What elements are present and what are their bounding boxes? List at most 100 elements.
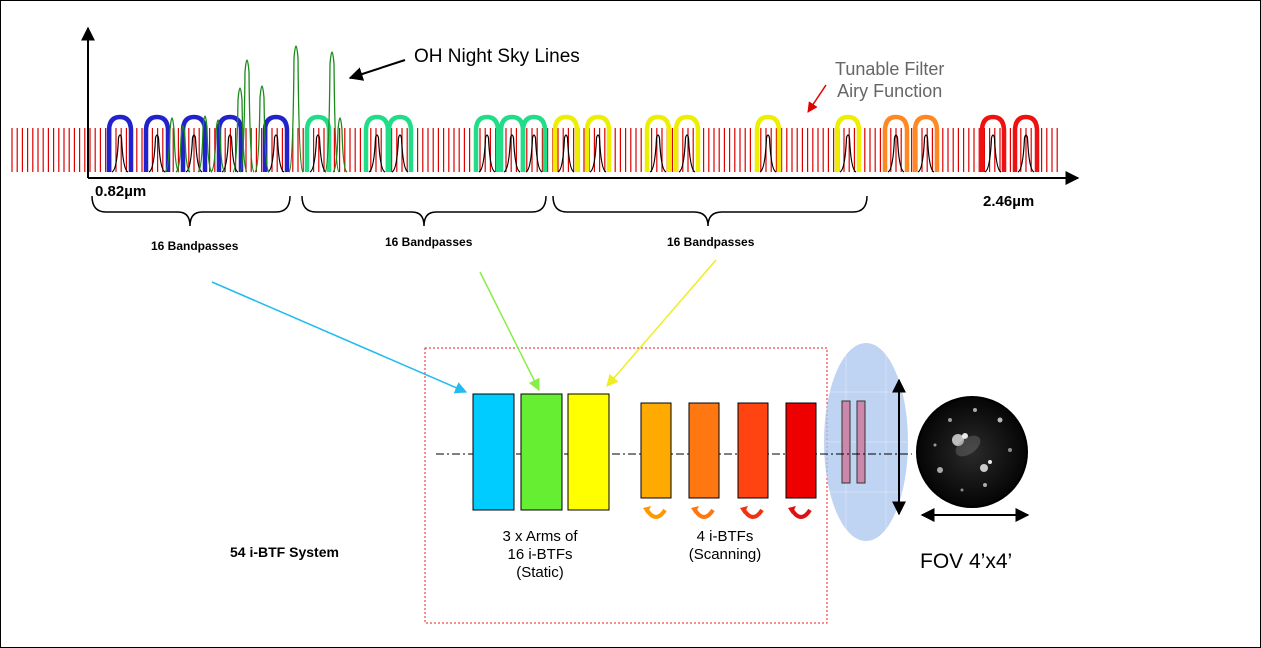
group3-label: 16 Bandpasses	[667, 235, 755, 249]
bandpass-loop	[304, 114, 332, 172]
airy-function-comb	[11, 128, 1058, 172]
bandpass-peak	[887, 134, 905, 173]
bandpass-loop	[552, 114, 580, 172]
bandpass-peak	[917, 134, 935, 173]
oh-sky-line	[232, 87, 248, 173]
curved-arrow-head	[691, 506, 699, 514]
bandpass-peak	[391, 134, 409, 173]
bandpass-loop	[106, 114, 134, 172]
bandpass-loop	[912, 114, 940, 172]
star	[983, 483, 987, 487]
bandpass-loop	[520, 114, 548, 172]
bandpass-loop	[262, 114, 290, 172]
bandpass-loop	[979, 114, 1007, 172]
star	[980, 464, 988, 472]
curved-arrow-icon	[693, 508, 715, 519]
scanning-filter-1	[640, 402, 672, 499]
scanning-filter-3	[737, 402, 769, 499]
bandpass-loop	[498, 114, 526, 172]
tunable-filter-label: Tunable Filter Airy Function	[835, 58, 944, 102]
bandpass-peak	[839, 134, 857, 173]
bandpass-loop	[584, 114, 612, 172]
oh-sky-line	[197, 115, 213, 173]
wavelength-end-label: 2.46µm	[983, 193, 1035, 210]
static-arms-caption: 3 x Arms of 16 i-BTFs (Static)	[470, 528, 610, 582]
scanning-caption: 4 i-BTFs (Scanning)	[670, 528, 780, 564]
scanning-filter-2	[688, 402, 720, 499]
bandpass-peak	[185, 134, 203, 173]
scanning-caption-line1: 4 i-BTFs	[696, 528, 754, 545]
lens-plate-2	[856, 400, 866, 484]
curved-arrow-icon	[742, 508, 764, 519]
sky-field-image	[916, 396, 1028, 508]
static-caption-line1: 3 x Arms of	[502, 528, 578, 545]
oh-sky-line	[210, 119, 226, 173]
bandpass-peak	[678, 134, 696, 173]
curved-arrow-icon	[645, 508, 667, 519]
group1-label: 16 Bandpasses	[151, 239, 239, 253]
galaxy-field-stars	[933, 408, 1012, 492]
brace-group-3	[552, 195, 868, 227]
star	[988, 460, 992, 464]
bandpass-loop	[834, 114, 862, 172]
tunable-filter-label-line1: Tunable Filter	[835, 59, 945, 79]
oh-sky-line	[175, 125, 191, 173]
bandpass-loop	[363, 114, 391, 172]
bandpass-loop	[386, 114, 414, 172]
group2-arrow	[479, 271, 540, 392]
oh-sky-line	[288, 45, 304, 173]
static-filter-arm-2	[520, 393, 563, 511]
bandpass-loop	[882, 114, 910, 172]
wavelength-start-label: 0.82µm	[95, 183, 147, 200]
bandpass-peak	[557, 134, 575, 173]
group3-arrow	[606, 259, 717, 387]
static-filter-arm-3	[567, 393, 610, 511]
static-caption-line3: (Static)	[516, 564, 564, 581]
star	[962, 433, 968, 439]
oh-sky-line	[254, 85, 270, 173]
system-outline	[424, 347, 828, 624]
bandpass-peak	[478, 134, 496, 173]
group2-label: 16 Bandpasses	[385, 235, 473, 249]
system-label: 54 i-BTF System	[230, 544, 339, 560]
oh-lines-pointer	[348, 59, 406, 81]
curved-arrow-icon	[790, 508, 812, 519]
bandpass-peak	[368, 134, 386, 173]
bandpass-loop	[143, 114, 171, 172]
oh-lines-label: OH Night Sky Lines	[414, 46, 580, 67]
fov-label: FOV 4’x4’	[920, 550, 1013, 573]
bandpass-peak	[1017, 134, 1035, 173]
scan-rotation-icons	[643, 506, 812, 519]
star	[997, 417, 1003, 423]
bandpass-peak	[984, 134, 1002, 173]
bandpass-peak	[589, 134, 607, 173]
lens	[824, 343, 908, 541]
bandpass-peak	[267, 134, 285, 173]
brace-group-2	[301, 195, 547, 227]
brace-group-1	[91, 195, 291, 227]
star	[948, 418, 952, 422]
bandpass-peak	[309, 134, 327, 173]
tunable-filter-label-line2: Airy Function	[837, 81, 943, 101]
star	[937, 467, 943, 473]
oh-sky-line	[324, 51, 340, 173]
bandpass-peak	[759, 134, 777, 173]
oh-sky-line	[239, 59, 255, 173]
bandpass-peak	[221, 134, 239, 173]
oh-sky-line	[332, 117, 348, 173]
scanning-filter-4	[785, 402, 817, 499]
bandpass-loop	[673, 114, 701, 172]
star	[933, 443, 937, 447]
curved-arrow-head	[643, 506, 651, 514]
lens-plate-1	[841, 400, 851, 484]
bandpass-peak	[111, 134, 129, 173]
curved-arrow-head	[740, 506, 748, 514]
galaxy-halo	[955, 435, 981, 457]
bandpass-loop	[473, 114, 501, 172]
bandpass-loop	[1012, 114, 1040, 172]
oh-night-sky-lines	[164, 45, 348, 173]
scanning-caption-line2: (Scanning)	[688, 546, 762, 563]
bandpass-loop	[754, 114, 782, 172]
bandpass-peak	[148, 134, 166, 173]
